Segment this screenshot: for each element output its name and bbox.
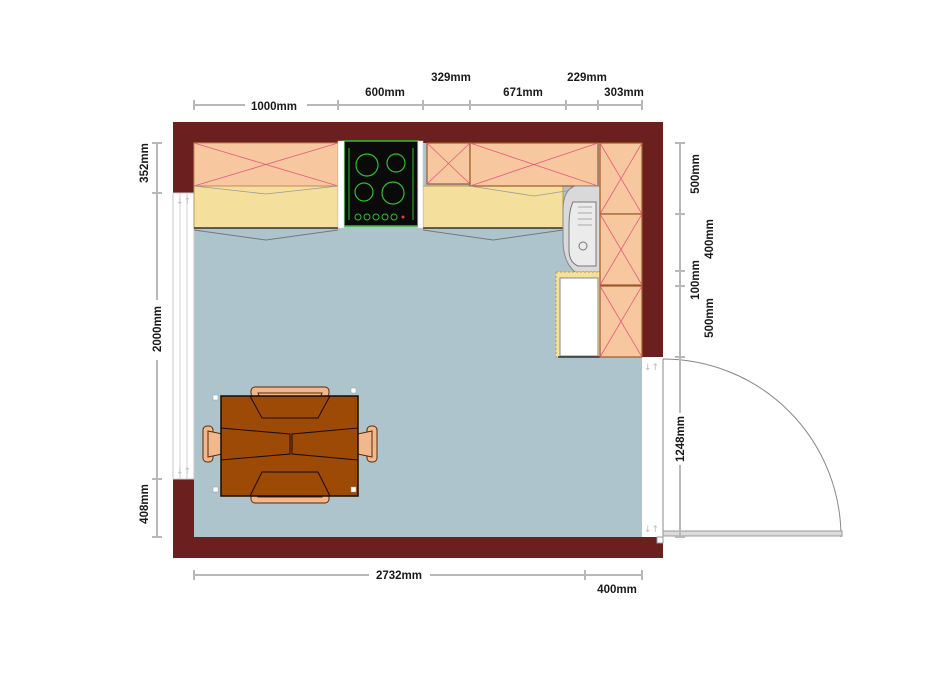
dim-top-1000: 1000mm [251, 101, 297, 113]
burner-top-left [355, 153, 379, 177]
sink[interactable] [562, 185, 601, 273]
dim-top-600: 600mm [365, 87, 405, 99]
door-leaf [662, 530, 843, 537]
burner-bottom-left [354, 182, 374, 202]
dim-top-303: 303mm [604, 87, 644, 99]
door-right[interactable]: ↓↑ ↓↑ [642, 357, 843, 544]
table-corner-marks [212, 387, 357, 493]
dim-left-352: 352mm [139, 143, 151, 183]
wall-left-lower [173, 479, 194, 558]
dim-top-329: 329mm [431, 72, 471, 84]
svg-text:↓↑: ↓↑ [176, 467, 191, 477]
dim-right-100: 100mm [690, 260, 702, 300]
appliance-unit[interactable] [555, 271, 601, 358]
stove-side-panel [337, 140, 345, 229]
window-left[interactable]: ↓↑ ↓↑ [172, 192, 195, 480]
dim-top-671: 671mm [503, 87, 543, 99]
dim-left-2000: 2000mm [152, 306, 164, 352]
svg-text:↓↑: ↓↑ [644, 525, 659, 535]
wall-cabinet-329[interactable] [426, 142, 471, 185]
wall-right-lower-stub [656, 537, 663, 558]
dim-top-229: 229mm [567, 72, 607, 84]
dim-right-500-bottom: 500mm [704, 298, 716, 338]
svg-text:↓↑: ↓↑ [644, 363, 659, 373]
wall-right-upper [642, 122, 663, 357]
svg-text:↓↑: ↓↑ [176, 197, 191, 207]
wall-bottom [173, 537, 663, 558]
wall-cabinet-right-400[interactable] [599, 213, 643, 286]
wall-cabinet-671[interactable] [469, 142, 599, 197]
cooktop-knobs [354, 213, 398, 221]
burner-top-right [386, 153, 406, 173]
burner-bottom-right [381, 181, 405, 205]
cooktop[interactable] [343, 140, 419, 227]
wall-cabinet-1000[interactable] [193, 142, 339, 195]
stove-side-panel-right [417, 140, 424, 229]
wall-cabinet-right-500-top[interactable] [599, 142, 643, 215]
dim-left-408: 408mm [139, 484, 151, 524]
dimension-lines [150, 100, 687, 580]
dim-bottom-2732: 2732mm [376, 570, 422, 582]
dining-set[interactable] [202, 386, 378, 504]
wall-cabinet-right-500-bottom[interactable] [599, 285, 643, 358]
wall-top [173, 122, 663, 143]
dim-right-500-top: 500mm [690, 154, 702, 194]
dimension-labels: 1000mm 600mm 329mm 671mm 229mm 303mm 352… [139, 72, 716, 596]
wall-left-upper [173, 122, 194, 193]
walls [173, 122, 663, 558]
dim-right-1248: 1248mm [675, 416, 687, 462]
dim-bottom-400: 400mm [597, 584, 637, 596]
chair-seat-outlines [220, 395, 359, 497]
dim-right-400: 400mm [704, 219, 716, 259]
